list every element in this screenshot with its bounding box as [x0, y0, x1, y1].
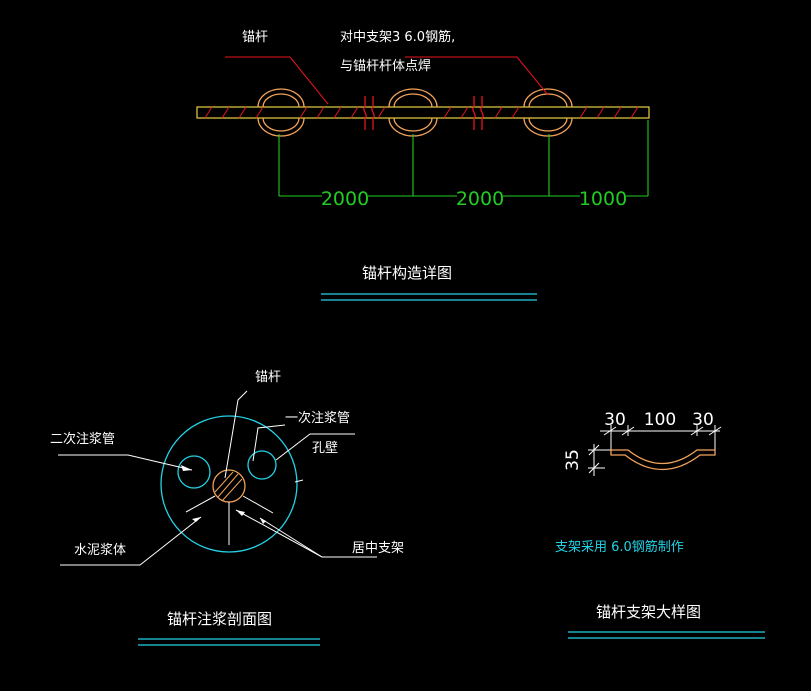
anchor-rod	[196, 106, 650, 119]
rod-section-hatching	[214, 471, 243, 502]
second-grout-label: 二次注浆管	[50, 431, 115, 447]
centering-struts	[185, 495, 274, 545]
section-title: 锚杆注浆剖面图	[167, 610, 272, 628]
hole-wall-circle	[160, 415, 298, 553]
anchor-detail-drawing: 锚杆 对中支架3 6.0钢筋, 与锚杆杆体点焊 2000 2000 1000 锚…	[196, 29, 650, 301]
cement-label: 水泥浆体	[74, 543, 126, 558]
bracket-note: 支架采用 6.0钢筋制作	[555, 539, 684, 555]
section-arrowheads	[181, 465, 266, 524]
centering-label: 居中支架	[352, 541, 404, 556]
dim-1000: 1000	[579, 188, 627, 210]
first-grout-label: 一次注浆管	[285, 410, 350, 426]
anchor-rod-section	[212, 469, 246, 503]
dimension-lines	[278, 120, 649, 197]
bracket-dim-lines	[588, 425, 722, 476]
grouting-section-drawing: 锚杆 一次注浆管 二次注浆管 孔壁 水泥浆体 居中支架 锚杆注浆剖面图	[50, 370, 404, 646]
second-grout-pipe	[177, 455, 211, 489]
section-leaders	[58, 390, 377, 566]
support-label-line2: 与锚杆杆体点焊	[340, 58, 431, 74]
leader-lines	[225, 56, 549, 105]
bracket-dim-mid: 100	[644, 410, 676, 430]
hole-wall-label: 孔壁	[312, 441, 338, 456]
detail-title: 锚杆构造详图	[362, 264, 452, 282]
break-marks	[363, 96, 484, 130]
bracket-dim-height: 35	[563, 449, 583, 471]
dim-2000-left: 2000	[321, 188, 369, 210]
bracket-dim-left: 30	[604, 410, 626, 430]
rod-hatching	[204, 106, 639, 119]
bracket-shape	[610, 449, 716, 471]
first-grout-pipe	[247, 450, 277, 480]
dim-2000-right: 2000	[456, 188, 504, 210]
bracket-title: 锚杆支架大样图	[596, 603, 701, 621]
bracket-dim-right: 30	[692, 410, 714, 430]
section-anchor-label: 锚杆	[255, 370, 281, 385]
support-label-line1: 对中支架3 6.0钢筋,	[340, 29, 455, 45]
centering-brackets	[257, 88, 573, 137]
anchor-label: 锚杆	[242, 30, 268, 45]
bracket-detail-drawing: 30 100 30 35 支架采用 6.0钢筋制作 锚杆支架大样图	[555, 410, 765, 639]
